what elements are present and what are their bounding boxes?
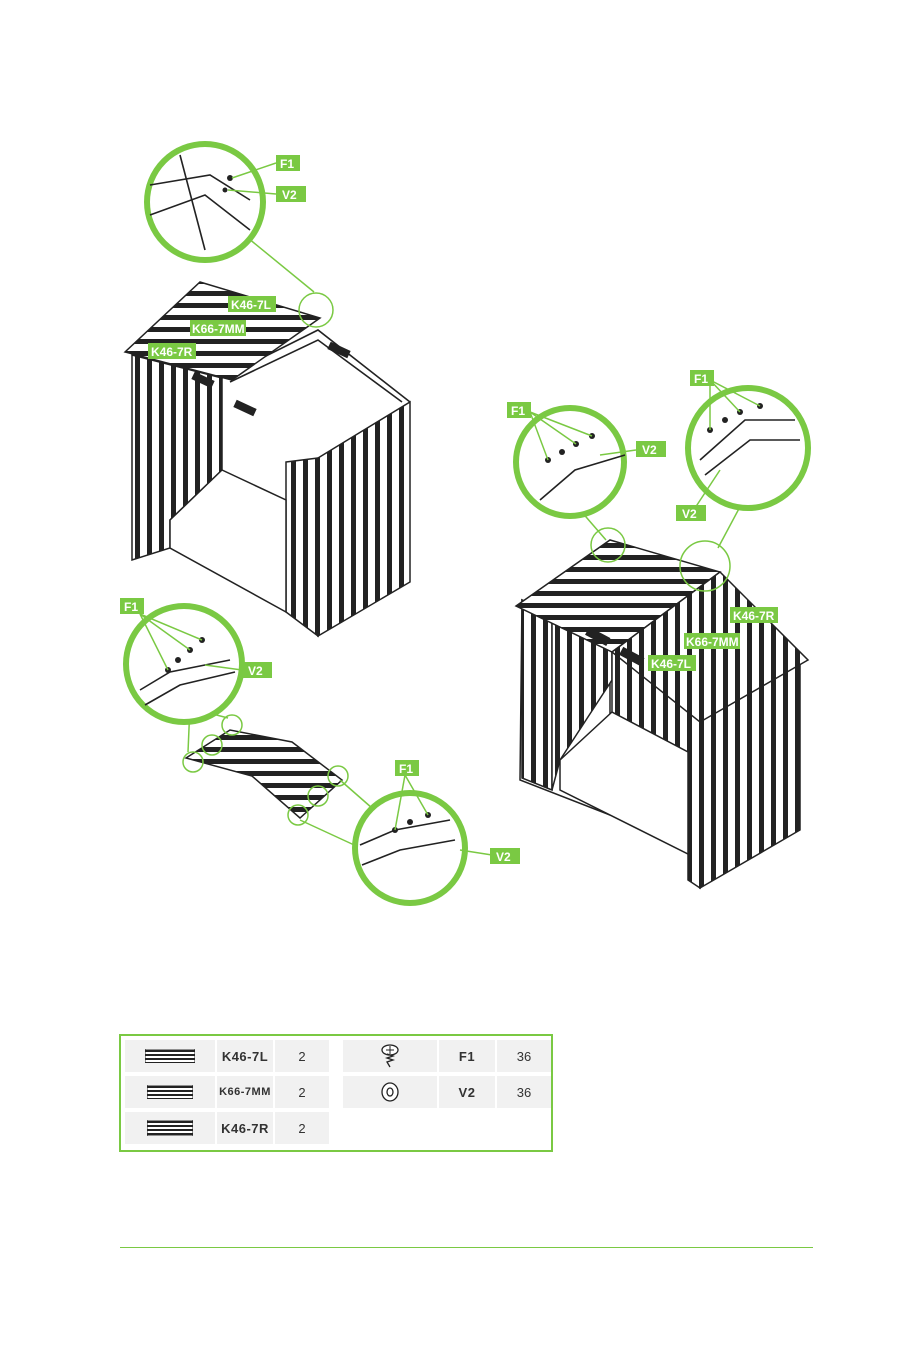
part-qty: 2 — [275, 1076, 329, 1108]
tag-k46-7l-left: K46-7L — [228, 296, 276, 312]
parts-table: K46-7L 2 F1 36 K66-7MM 2 V2 36 K46-7R 2 — [119, 1034, 553, 1152]
panel-icon — [125, 1040, 215, 1072]
tag-f1-panels-left: F1 — [120, 598, 144, 614]
tag-v2-panels-left: V2 — [242, 662, 272, 678]
tag-f1-roof-right: F1 — [690, 370, 714, 386]
tag-k46-7r-left: K46-7R — [148, 343, 196, 359]
svg-text:F1: F1 — [399, 762, 413, 776]
part-qty: 2 — [275, 1112, 329, 1144]
tag-v2-roof-left: V2 — [636, 441, 666, 457]
svg-text:K46-7L: K46-7L — [231, 298, 271, 312]
svg-text:V2: V2 — [496, 850, 511, 864]
tag-v2-ridge: V2 — [276, 186, 306, 202]
svg-text:V2: V2 — [282, 188, 297, 202]
right-shed — [516, 540, 808, 888]
tag-f1-ridge: F1 — [276, 155, 300, 171]
svg-text:K46-7R: K46-7R — [733, 609, 775, 623]
svg-text:K66-7MM: K66-7MM — [686, 635, 739, 649]
left-shed — [125, 282, 410, 636]
part-code: K46-7L — [217, 1040, 273, 1072]
svg-text:F1: F1 — [694, 372, 708, 386]
roof-panels — [183, 715, 348, 825]
detail-panels-bottom — [300, 775, 492, 903]
tag-k46-7r-right: K46-7R — [730, 607, 778, 623]
svg-text:K46-7R: K46-7R — [151, 345, 193, 359]
footer-divider — [120, 1247, 813, 1248]
tag-label: F1 — [280, 157, 294, 171]
panel-icon — [125, 1112, 215, 1144]
part-qty: 36 — [497, 1040, 551, 1072]
tag-v2-roof-right: V2 — [676, 505, 706, 521]
screw-icon — [343, 1040, 437, 1072]
part-code: V2 — [439, 1076, 495, 1108]
tag-k66-7mm-left: K66-7MM — [190, 320, 246, 336]
detail-roof-right — [680, 380, 808, 591]
svg-text:F1: F1 — [124, 600, 138, 614]
part-qty: 36 — [497, 1076, 551, 1108]
panel-icon — [125, 1076, 215, 1108]
svg-text:F1: F1 — [511, 404, 525, 418]
tag-k46-7l-right: K46-7L — [648, 655, 696, 671]
part-code: F1 — [439, 1040, 495, 1072]
part-code: K46-7R — [217, 1112, 273, 1144]
tag-f1-panels-bottom: F1 — [395, 760, 419, 776]
detail-panels-left — [126, 606, 242, 752]
svg-text:V2: V2 — [248, 664, 263, 678]
svg-text:V2: V2 — [682, 507, 697, 521]
washer-icon — [343, 1076, 437, 1108]
tag-v2-panels-bottom: V2 — [490, 848, 520, 864]
part-code: K66-7MM — [217, 1076, 273, 1108]
tag-f1-roof-left: F1 — [507, 402, 531, 418]
svg-text:V2: V2 — [642, 443, 657, 457]
svg-text:K46-7L: K46-7L — [651, 657, 691, 671]
svg-text:K66-7MM: K66-7MM — [192, 322, 245, 336]
part-qty: 2 — [275, 1040, 329, 1072]
tag-k66-7mm-right: K66-7MM — [684, 633, 740, 649]
detail-roof-left — [516, 408, 636, 562]
